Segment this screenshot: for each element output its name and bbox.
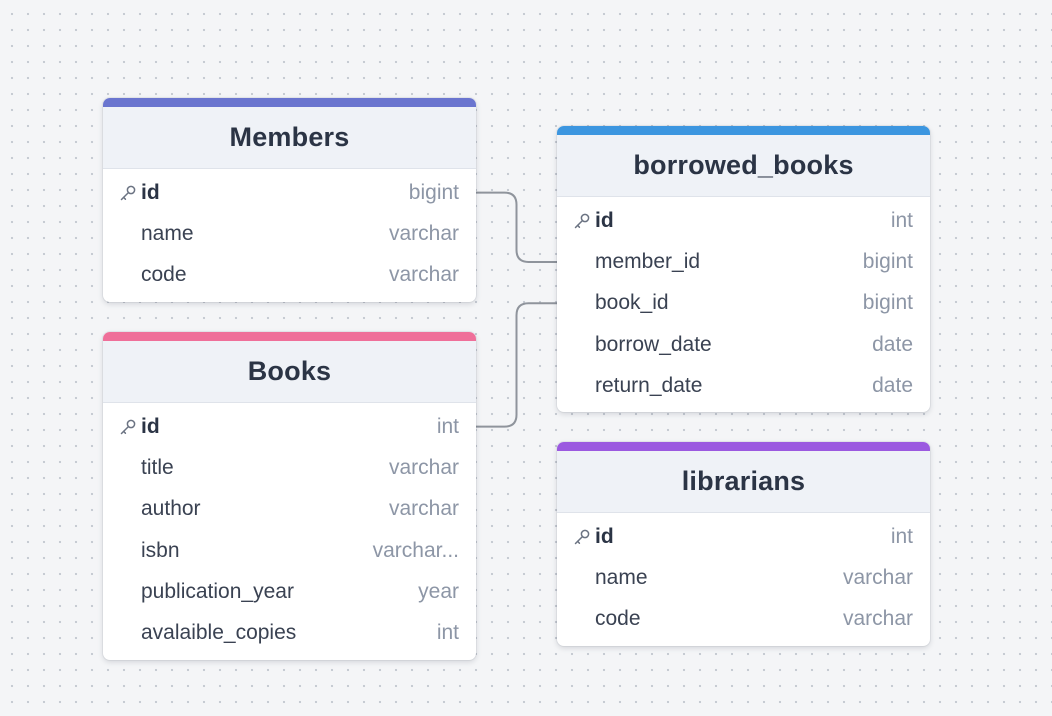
field-row[interactable]: id int [557, 516, 930, 557]
field-name: id [595, 208, 614, 232]
table-title: Books [247, 356, 332, 386]
field-name: name [141, 221, 194, 245]
field-name: avalaible_copies [141, 621, 297, 645]
field-name: member_id [595, 249, 701, 273]
table-color-bar [103, 332, 476, 341]
field-type: int [890, 208, 913, 232]
table-color-bar [103, 98, 476, 107]
field-row[interactable]: name varchar [103, 213, 476, 254]
field-row[interactable]: title varchar [103, 447, 476, 488]
field-type: varchar [388, 263, 459, 287]
field-list: id int title varchar author varchar isbn varcha… [103, 403, 476, 660]
table-title: librarians [681, 466, 806, 496]
field-row[interactable]: book_id bigint [557, 283, 930, 324]
field-type: year [418, 579, 459, 603]
field-name: title [141, 455, 174, 479]
relation-line-books-borrowed_books[interactable] [476, 302, 557, 428]
field-type: varchar [842, 607, 913, 631]
field-type: varchar... [372, 538, 459, 562]
field-name: isbn [141, 538, 180, 562]
field-type: date [872, 373, 913, 397]
field-row[interactable]: publication_year year [103, 571, 476, 612]
field-type: bigint [862, 249, 913, 273]
table-header[interactable]: librarians [557, 451, 930, 513]
field-name: code [595, 607, 641, 631]
field-row[interactable]: author varchar [103, 489, 476, 530]
field-name: author [141, 497, 201, 521]
field-row[interactable]: member_id bigint [557, 241, 930, 282]
primary-key-icon [119, 184, 141, 202]
field-row[interactable]: avalaible_copies int [103, 612, 476, 653]
field-name: publication_year [141, 579, 294, 603]
table-color-bar [557, 126, 930, 135]
table-header[interactable]: Members [103, 107, 476, 169]
field-name: name [595, 565, 648, 589]
field-row[interactable]: id int [557, 200, 930, 241]
field-type: int [890, 524, 913, 548]
field-row[interactable]: code varchar [557, 599, 930, 640]
field-row[interactable]: isbn varchar... [103, 530, 476, 571]
field-row[interactable]: code varchar [103, 255, 476, 296]
field-type: varchar [388, 497, 459, 521]
table-books[interactable]: Books id int title varchar author varchar isbn… [103, 332, 476, 660]
primary-key-icon [119, 418, 141, 436]
table-librarians[interactable]: librarians id int name varchar code varchar [557, 442, 930, 646]
field-row[interactable]: id bigint [103, 172, 476, 213]
field-type: int [436, 621, 459, 645]
field-name: return_date [595, 373, 703, 397]
table-header[interactable]: Books [103, 341, 476, 403]
field-type: date [872, 332, 913, 356]
table-title: borrowed_books [633, 150, 854, 180]
field-name: code [141, 263, 187, 287]
field-row[interactable]: name varchar [557, 557, 930, 598]
field-type: varchar [388, 221, 459, 245]
field-name: borrow_date [595, 332, 712, 356]
table-members[interactable]: Members id bigint name varchar code varchar [103, 98, 476, 302]
table-header[interactable]: borrowed_books [557, 135, 930, 197]
field-row[interactable]: borrow_date date [557, 324, 930, 365]
field-type: varchar [388, 455, 459, 479]
field-type: varchar [842, 565, 913, 589]
table-title: Members [229, 122, 350, 152]
field-name: id [595, 524, 614, 548]
field-row[interactable]: return_date date [557, 365, 930, 406]
field-name: book_id [595, 291, 669, 315]
field-list: id bigint name varchar code varchar [103, 169, 476, 302]
field-type: int [436, 414, 459, 438]
field-name: id [141, 414, 160, 438]
primary-key-icon [573, 212, 595, 230]
field-type: bigint [408, 180, 459, 204]
field-list: id int name varchar code varchar [557, 513, 930, 646]
table-color-bar [557, 442, 930, 451]
relation-line-members-borrowed_books[interactable] [476, 191, 557, 263]
field-name: id [141, 180, 160, 204]
field-type: bigint [862, 291, 913, 315]
primary-key-icon [573, 528, 595, 546]
field-row[interactable]: id int [103, 406, 476, 447]
